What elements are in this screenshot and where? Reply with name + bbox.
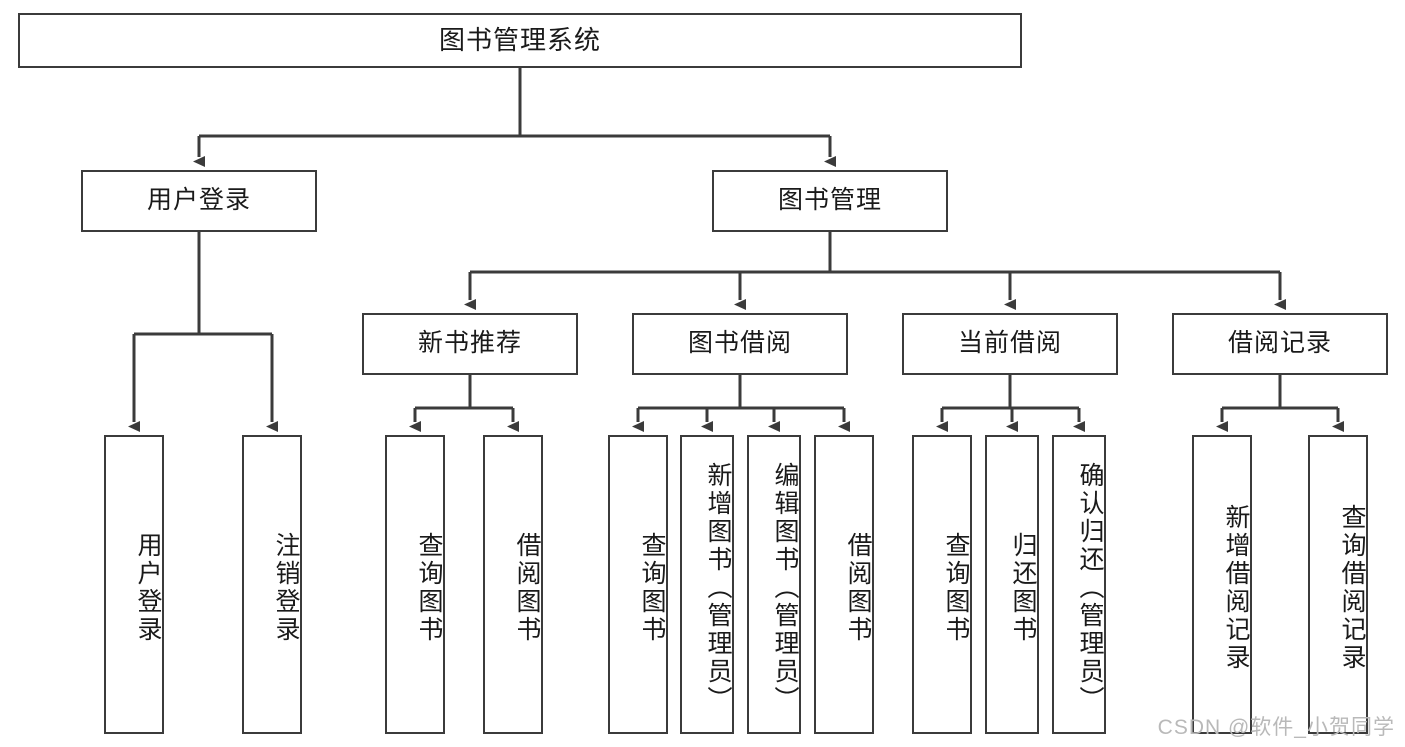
leaf-node-leaf-user-login[interactable]: 用户登录 [104,435,164,734]
leaf-node-leaf-add-book[interactable]: 新增图书（管理员） [680,435,734,734]
node-label: 新增借阅记录 [1222,503,1250,672]
leaf-node-leaf-query-book-cur[interactable]: 查询图书 [912,435,972,734]
csdn-watermark: CSDN @软件_小贺同学 [1157,716,1395,739]
node-label: 查询图书 [942,531,970,644]
node-label: 当前借阅 [957,329,1062,358]
node-label: 确认归还（管理员） [1076,461,1104,714]
node-label: 查询图书 [415,531,443,644]
leaf-node-leaf-confirm-return[interactable]: 确认归还（管理员） [1052,435,1106,734]
leaf-node-leaf-add-record[interactable]: 新增借阅记录 [1192,435,1252,734]
module-node-user-login[interactable]: 用户登录 [81,170,317,232]
submodule-node-new-book-rec[interactable]: 新书推荐 [362,313,578,375]
node-label: 注销登录 [272,531,300,644]
submodule-node-book-borrow[interactable]: 图书借阅 [632,313,848,375]
node-label: 查询图书 [638,531,666,644]
node-label: 新增图书（管理员） [704,461,732,714]
module-node-book-manage[interactable]: 图书管理 [712,170,948,232]
node-label: 用户登录 [134,531,162,644]
leaf-node-leaf-query-book-rec[interactable]: 查询图书 [385,435,445,734]
leaf-node-leaf-borrow-book[interactable]: 借阅图书 [814,435,874,734]
node-label: 借阅记录 [1227,329,1332,358]
node-label: 图书借阅 [687,329,792,358]
leaf-node-leaf-query-book-borrow[interactable]: 查询图书 [608,435,668,734]
leaf-node-leaf-return-book[interactable]: 归还图书 [985,435,1039,734]
node-label: 编辑图书（管理员） [771,461,799,714]
node-label: 借阅图书 [513,531,541,644]
node-label: 图书管理 [777,186,882,215]
node-label: 新书推荐 [417,329,522,358]
leaf-node-leaf-query-record[interactable]: 查询借阅记录 [1308,435,1368,734]
node-label: 图书管理系统 [438,25,601,56]
node-label: 查询借阅记录 [1338,503,1366,672]
submodule-node-current-borrow[interactable]: 当前借阅 [902,313,1118,375]
node-label: 借阅图书 [844,531,872,644]
submodule-node-borrow-record[interactable]: 借阅记录 [1172,313,1388,375]
leaf-node-leaf-logout[interactable]: 注销登录 [242,435,302,734]
node-label: 归还图书 [1009,531,1037,644]
node-label: 用户登录 [146,186,251,215]
leaf-node-leaf-edit-book[interactable]: 编辑图书（管理员） [747,435,801,734]
leaf-node-leaf-borrow-book-rec[interactable]: 借阅图书 [483,435,543,734]
root-node-root[interactable]: 图书管理系统 [18,13,1022,68]
